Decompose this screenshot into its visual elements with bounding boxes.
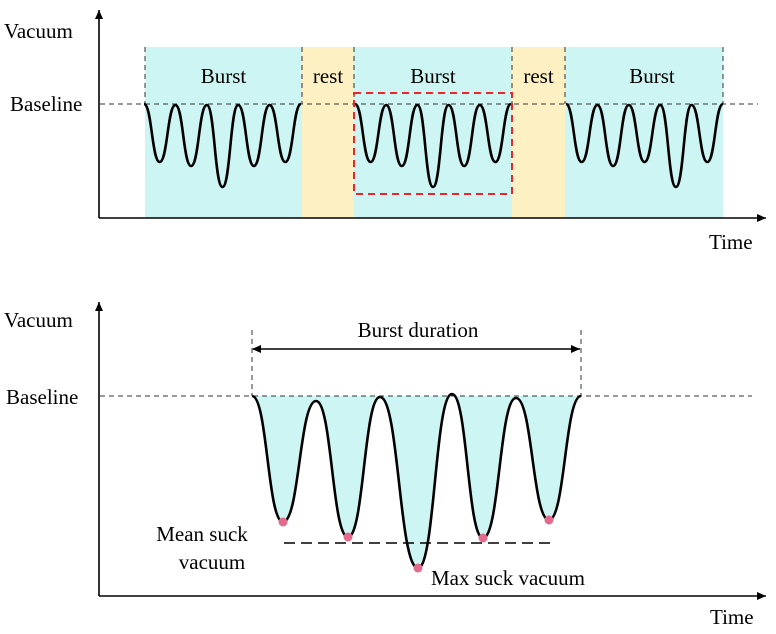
top-panel: Vacuum Time Baseline Burst rest Burst re… [4, 10, 766, 254]
trough-marker-5 [544, 515, 554, 525]
top-segment-label-5: Burst [629, 64, 675, 88]
top-segment-label-1: Burst [201, 64, 247, 88]
top-waveform-burst-3 [564, 102, 725, 189]
bottom-burst-fill [252, 394, 581, 568]
top-burst-region-3 [565, 47, 723, 218]
mean-suck-label-line1: Mean suck [156, 522, 248, 546]
top-segment-label-4: rest [523, 64, 553, 88]
highlight-box [353, 92, 513, 195]
top-burst-region-1 [145, 47, 302, 218]
top-segment-label-2: rest [313, 64, 343, 88]
bottom-y-axis-label: Vacuum [4, 308, 73, 332]
top-waveform-burst-2 [353, 102, 513, 189]
top-x-axis-label: Time [709, 230, 753, 254]
trough-marker-1 [278, 517, 288, 527]
top-baseline-label: Baseline [10, 92, 82, 116]
bottom-panel: Vacuum Time Baseline Burst duration Mean… [4, 302, 766, 629]
top-burst-region-2 [354, 47, 512, 218]
max-suck-label: Max suck vacuum [431, 566, 585, 590]
top-rest-region-2 [512, 47, 565, 218]
burst-duration-label: Burst duration [358, 318, 479, 342]
mean-suck-label-line2: vacuum [179, 550, 245, 574]
trough-marker-2 [343, 532, 353, 542]
top-y-axis-label: Vacuum [4, 19, 73, 43]
trough-markers [278, 515, 554, 573]
bottom-baseline-label: Baseline [6, 385, 78, 409]
top-waveform-burst-1 [142, 102, 303, 189]
trough-marker-4 [478, 533, 488, 543]
trough-marker-3 [413, 563, 423, 573]
top-segment-label-3: Burst [410, 64, 456, 88]
bottom-x-axis-label: Time [710, 605, 754, 629]
top-rest-region-1 [302, 47, 354, 218]
